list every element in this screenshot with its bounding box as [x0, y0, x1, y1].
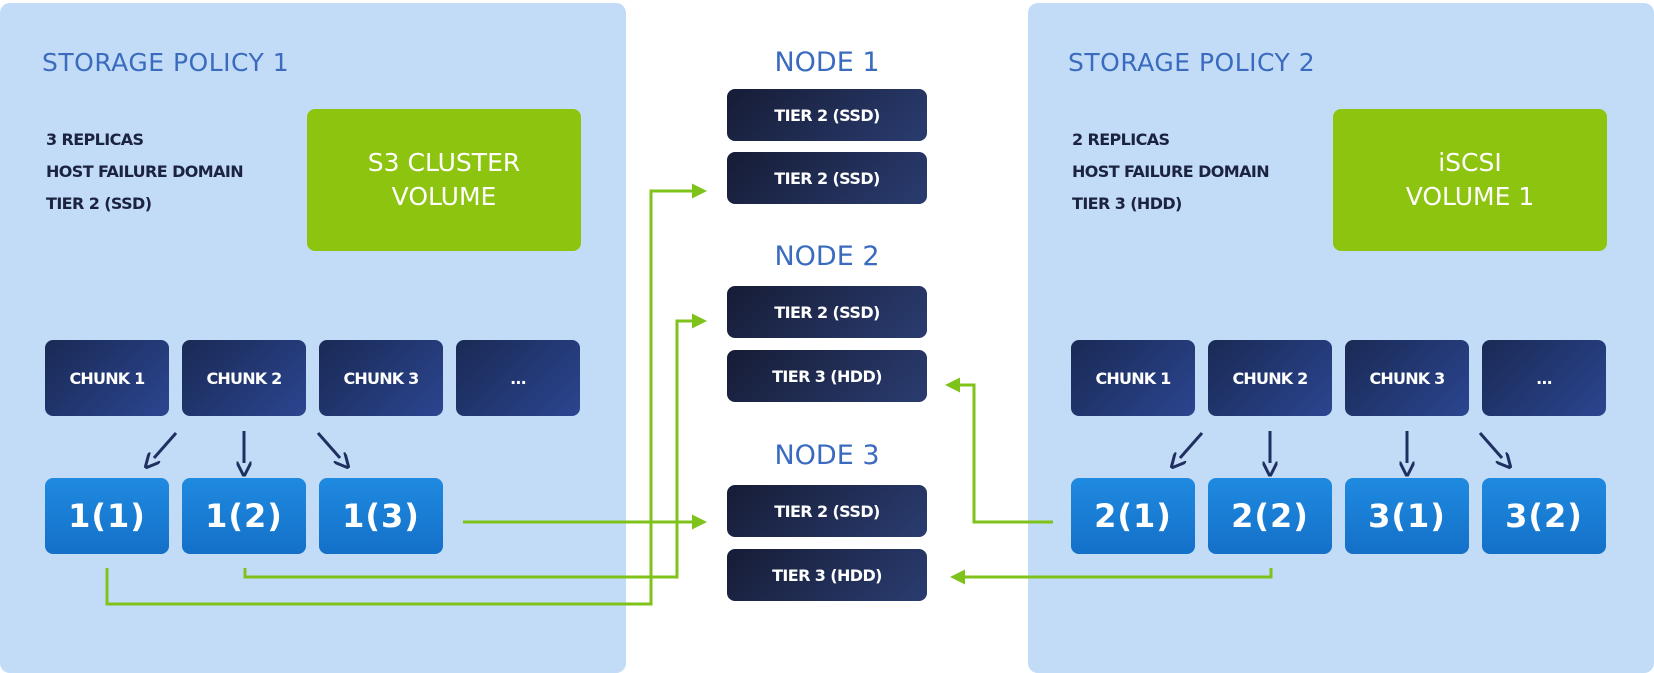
policy-1-chunk-1: CHUNK 1: [45, 340, 169, 416]
storage-policy-1-properties: 3 REPLICAS HOST FAILURE DOMAIN TIER 2 (S…: [46, 124, 244, 220]
node-2-tier-a: TIER 2 (SSD): [727, 286, 927, 338]
policy-1-chunk-more: ...: [456, 340, 580, 416]
policy-1-chunk-3: CHUNK 3: [319, 340, 443, 416]
connector-replica-1-2-to-node-2: [243, 313, 707, 579]
policy-1-replica-1: 1(1): [45, 478, 169, 554]
policy-1-replica-2: 1(2): [182, 478, 306, 554]
node-2-tier-b: TIER 3 (HDD): [727, 350, 927, 402]
node-3-title: NODE 3: [774, 440, 880, 471]
iscsi-volume-1: iSCSI VOLUME 1: [1333, 109, 1607, 251]
policy-2-replica-3: 3(1): [1345, 478, 1469, 554]
storage-policy-2-properties: 2 REPLICAS HOST FAILURE DOMAIN TIER 3 (H…: [1072, 124, 1270, 220]
volume-1-label-line2: VOLUME: [391, 182, 497, 211]
policy-1-failure-domain: HOST FAILURE DOMAIN: [46, 162, 244, 181]
node-3-tier-b: TIER 3 (HDD): [727, 549, 927, 601]
policy-2-replica-1: 2(1): [1071, 478, 1195, 554]
storage-policy-1-title: STORAGE POLICY 1: [42, 48, 290, 77]
chunk-arrow-p2-1: [1180, 432, 1204, 458]
policy-1-replicas: 3 REPLICAS: [46, 130, 144, 149]
chunk-arrow-p1-1: [154, 432, 178, 458]
policy-2-replicas: 2 REPLICAS: [1072, 130, 1170, 149]
policy-2-replica-4: 3(2): [1482, 478, 1606, 554]
policy-1-chunk-2: CHUNK 2: [182, 340, 306, 416]
chunk-arrow-p2-4: [1478, 432, 1502, 458]
policy-1-replica-3: 1(3): [319, 478, 443, 554]
policy-2-failure-domain: HOST FAILURE DOMAIN: [1072, 162, 1270, 181]
node-1-title: NODE 1: [774, 47, 880, 78]
node-1-tier-b: TIER 2 (SSD): [727, 152, 927, 204]
policy-2-replica-2: 2(2): [1208, 478, 1332, 554]
node-3-tier-a: TIER 2 (SSD): [727, 485, 927, 537]
connector-replica-1-1-to-node-1: [105, 183, 707, 606]
policy-2-chunk-more: ...: [1482, 340, 1606, 416]
chunk-arrow-p1-3: [316, 432, 340, 458]
storage-policy-2-title: STORAGE POLICY 2: [1068, 48, 1316, 77]
node-1-tier-a: TIER 2 (SSD): [727, 89, 927, 141]
volume-2-label-line1: iSCSI: [1438, 148, 1502, 177]
policy-2-chunk-1: CHUNK 1: [1071, 340, 1195, 416]
connector-replica-2-2-to-node-3-hdd: [950, 568, 1273, 585]
s3-cluster-volume: S3 CLUSTER VOLUME: [307, 109, 581, 251]
policy-2-chunk-2: CHUNK 2: [1208, 340, 1332, 416]
volume-1-label-line1: S3 CLUSTER: [367, 148, 521, 177]
connector-replica-2-1-to-node-2-hdd: [945, 377, 1053, 524]
policy-2-chunk-3: CHUNK 3: [1345, 340, 1469, 416]
volume-2-label-line2: VOLUME 1: [1405, 182, 1535, 211]
node-2-title: NODE 2: [774, 241, 880, 272]
policy-1-tier: TIER 2 (SSD): [46, 194, 152, 213]
policy-2-tier: TIER 3 (HDD): [1072, 194, 1182, 213]
